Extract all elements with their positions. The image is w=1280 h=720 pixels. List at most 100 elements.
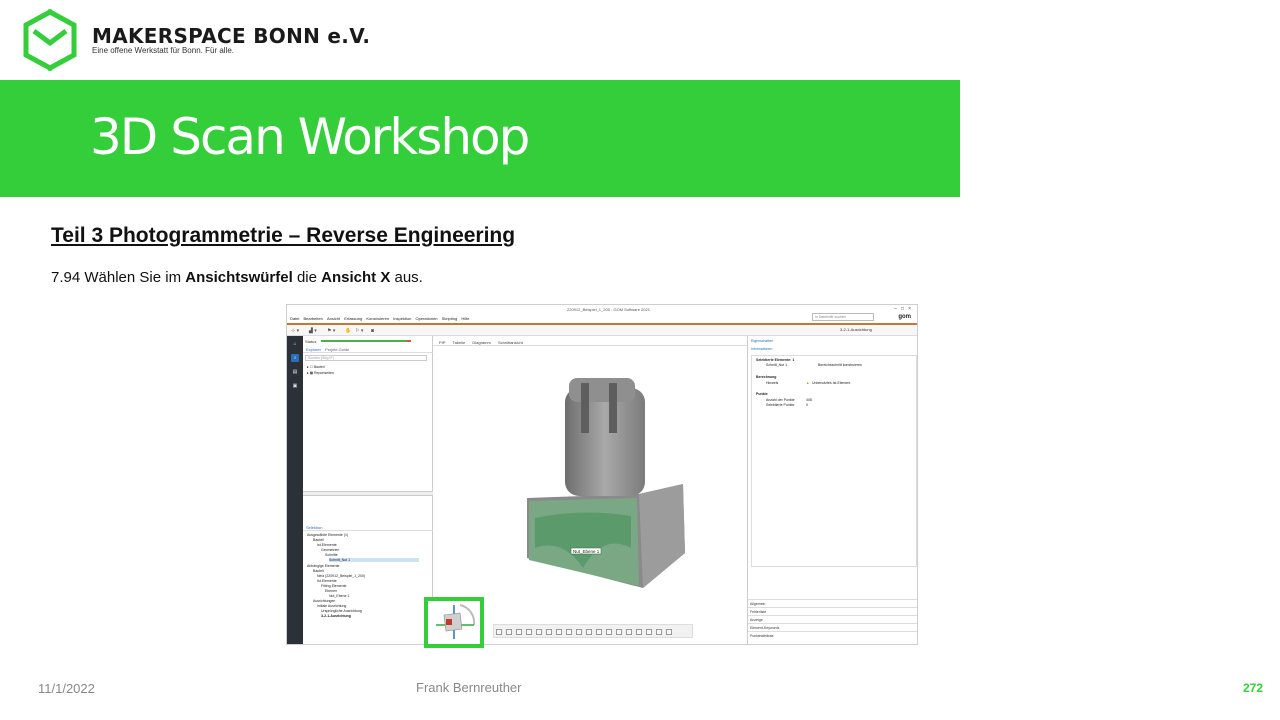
tree-item-reportseiten-label: Reportseiten [314,371,334,375]
view-tool-icon[interactable] [596,629,602,635]
menu-ansicht[interactable]: Ansicht [326,316,341,321]
sel-tree-item[interactable]: Ursprüngliche Ausrichtung [321,609,362,613]
warning-icon: ▲ [806,381,810,385]
view-tool-icon[interactable] [536,629,542,635]
alignment-selector[interactable]: 3-2-1-Ausrichtung [840,327,872,332]
plane-label: Nut_Ebene 1 [573,549,600,554]
explorer-filter-input[interactable]: Suchen (Strg+F) [305,355,427,361]
toolbar-pin-icon[interactable]: ⚑ ▾ [327,328,336,334]
section-punkteattribute[interactable]: Punkteattribute [748,631,917,639]
section-fehlerliste[interactable]: Fehlerliste [748,607,917,615]
tab-diagramm[interactable]: Diagramm [472,340,491,345]
tab-explorer[interactable]: Explorer [306,347,321,352]
page-number: 272 [1243,681,1264,695]
menu-hilfe[interactable]: Hilfe [461,316,470,321]
tab-projekt-guide[interactable]: Projekt Guide [325,347,350,352]
view-cube-highlight[interactable] [424,597,484,648]
view-tool-icon[interactable] [616,629,622,635]
sel-tree-item[interactable]: Schnitte [325,553,338,557]
search-icon[interactable]: ⌕ [291,354,299,362]
tree-item-reportseiten[interactable]: ▸ ▦ Reportseiten [307,371,334,375]
sel-tree-item[interactable]: Ausrichtungen [313,599,336,603]
view-tool-icon[interactable] [546,629,552,635]
menu-datei[interactable]: Datei [290,316,300,321]
sel-tree-item[interactable]: Initiale Ausrichtung [317,604,347,608]
software-screenshot: 220912_Beispiel_1_200 - GOM Software 202… [286,304,918,645]
view-tool-icon[interactable] [646,629,652,635]
sel-tree-item[interactable]: Geometrien [321,548,340,552]
tab-pip[interactable]: PIP [439,340,446,345]
sel-tree-item[interactable]: Fitting-Elemente [321,584,347,588]
toolbar-camera-icon[interactable]: ◙ [371,328,375,334]
slide-title: 3D Scan Workshop [90,108,530,166]
sel-tree-item[interactable]: Bauteil [313,538,324,542]
calc-title: Berechnung [756,375,777,379]
view-tool-icon[interactable] [666,629,672,635]
selected-value: Bereichsschnitt konstruieren [818,363,862,367]
step-instruction: 7.94 Wählen Sie im Ansichtswürfel die An… [51,269,423,286]
page-icon[interactable]: ▣ [292,383,298,389]
view-tool-icon[interactable] [576,629,582,635]
section-allgemein[interactable]: Allgemein [748,599,917,607]
sel-tree-item[interactable]: Abhängige Elemente [307,564,340,568]
view-tool-icon[interactable] [516,629,522,635]
properties-panel: Eigenschaften Informationen Selektierte … [747,336,917,644]
view-tool-icon[interactable] [556,629,562,635]
left-sidebar: ⌂ ⌕ ▤ ▣ [287,336,303,644]
view-tool-icon[interactable] [526,629,532,635]
view-tool-icon[interactable] [506,629,512,635]
tree-item-bauteil[interactable]: ▸ ☐ Bauteil [307,365,325,369]
help-search-input[interactable]: In Dateihilfe suchen [812,313,874,321]
view-tool-icon[interactable] [626,629,632,635]
toolbar-flag-icon[interactable]: ⚐ ▾ [355,328,364,334]
accent-line [287,323,917,325]
tab-selektion[interactable]: Selektion [306,525,323,530]
sel-tree-item[interactable]: Nut_Ebene 1 [329,594,350,598]
status-progress-bar [321,340,411,342]
menu-skripting[interactable]: Skripting [441,316,458,321]
view-tool-icon[interactable] [586,629,592,635]
brand-tagline: Eine offene Werkstatt für Bonn. Für alle… [92,46,234,55]
panel-splitter[interactable] [303,491,433,496]
sel-tree-item[interactable]: Netz (220912_Beispiel_1_200) [317,574,366,578]
sel-tree-item[interactable]: Ebenen [325,589,338,593]
view-tool-icon[interactable] [566,629,572,635]
step-text-before: Wählen Sie im [80,269,186,286]
sel-tree-item[interactable]: Schnitt_Nut 1 [329,558,419,562]
menu-konstruieren[interactable]: Konstruieren [366,316,390,321]
menu-bar: Datei Bearbeiten Ansicht Erfassung Konst… [287,314,917,323]
sel-tree-item[interactable]: Ist-Elemente [317,543,337,547]
view-tool-icon[interactable] [636,629,642,635]
tab-eigenschaften[interactable]: Eigenschaften [751,339,774,343]
sel-tree-item[interactable]: 3-2-1-Ausrichtung [321,614,351,618]
step-text-after: aus. [390,269,423,286]
sel-tree-item[interactable]: Ausgewählte Elemente (1) [307,533,349,537]
step-number: 7.94 [51,269,81,286]
menu-inspektion[interactable]: Inspektion [393,316,412,321]
menu-erfassung[interactable]: Erfassung [344,316,363,321]
section-anzeige[interactable]: Anzeige [748,615,917,623]
section-heading: Teil 3 Photogrammetrie – Reverse Enginee… [51,224,516,247]
menu-operationen[interactable]: Operationen [415,316,438,321]
view-tool-icon[interactable] [656,629,662,635]
toolbar-tool-icon[interactable]: ⊹ ▾ [291,328,300,334]
toolbar-chart-icon[interactable]: ▟ ▾ [309,328,317,334]
menu-bearbeiten[interactable]: Bearbeiten [303,316,323,321]
tab-schnittansicht[interactable]: Schnittansicht [497,340,523,345]
view-tool-icon[interactable] [606,629,612,635]
brand-name: MAKERSPACE BONN e.V. [92,24,371,48]
section-element-keywords[interactable]: Element-Keywords [748,623,917,631]
view-tool-icon[interactable] [496,629,502,635]
view-cube-icon[interactable] [428,601,480,644]
window-controls[interactable]: –□× [894,306,915,312]
hint-value: Unbenutztes Ist-Element [812,381,851,385]
tab-tabelle[interactable]: Tabelle [452,340,466,345]
home-icon[interactable]: ⌂ [293,341,297,347]
report-icon[interactable]: ▤ [292,369,298,375]
sel-tree-item[interactable]: Bauteil [313,569,324,573]
selected-name: Schnitt_Nut 1 [766,363,788,367]
hint-label: Hinweis [766,381,779,385]
sel-tree-item[interactable]: Ist-Elemente [317,579,337,583]
toolbar-hand-icon[interactable]: ✋ [345,328,352,334]
3d-viewport[interactable]: PIP Tabelle Diagramm Schnittansicht Nut_… [433,336,747,644]
